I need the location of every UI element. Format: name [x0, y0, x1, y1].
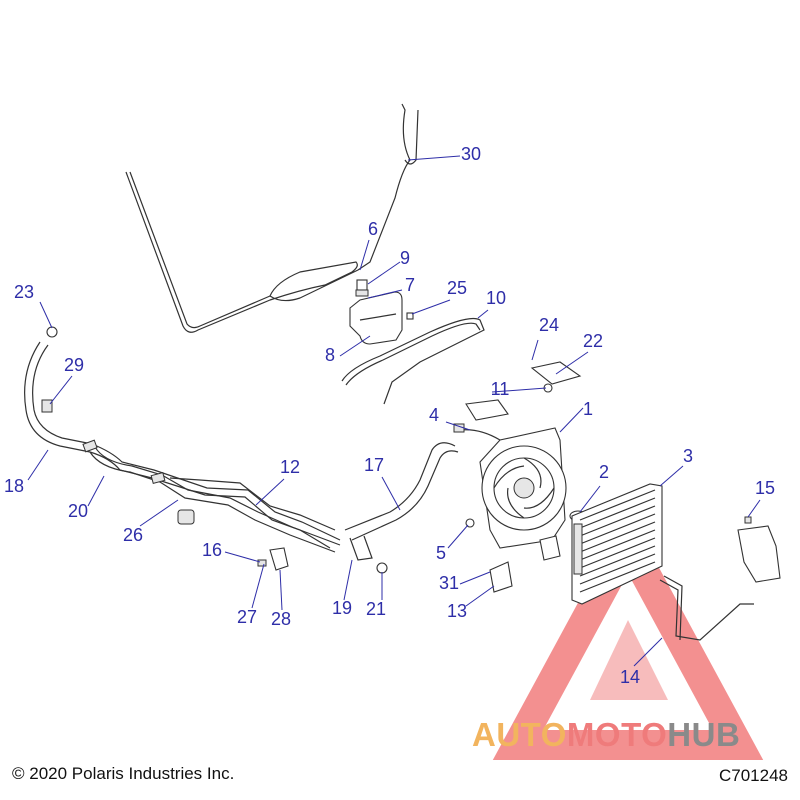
callout-30: 30	[461, 144, 481, 164]
callout-22: 22	[583, 331, 603, 351]
callout-1: 1	[583, 399, 593, 419]
callout-7: 7	[405, 275, 415, 295]
watermark-text-moto: MOTO	[566, 716, 668, 753]
callout-3: 3	[683, 446, 693, 466]
callout-29: 29	[64, 355, 84, 375]
callout-31: 31	[439, 573, 459, 593]
drawing-code: C701248	[718, 766, 788, 785]
callout-25: 25	[447, 278, 467, 298]
part-30-line	[125, 103, 419, 333]
callout-24: 24	[539, 315, 559, 335]
callout-15: 15	[755, 478, 775, 498]
part-15-shroud	[659, 516, 781, 641]
callout-2: 2	[599, 462, 609, 482]
callout-labels: 1234567891011121314151617181920212223242…	[4, 144, 775, 687]
part-13-bracket	[489, 535, 561, 593]
watermark-text-hub: HUB	[667, 716, 741, 753]
callout-12: 12	[280, 457, 300, 477]
callout-8: 8	[325, 345, 335, 365]
callout-26: 26	[123, 525, 143, 545]
watermark-text-auto: AUTO	[472, 716, 567, 753]
callout-20: 20	[68, 501, 88, 521]
callout-5: 5	[436, 543, 446, 563]
callout-13: 13	[447, 601, 467, 621]
part-26-mount	[177, 509, 195, 525]
callout-27: 27	[237, 607, 257, 627]
callout-23: 23	[14, 282, 34, 302]
part-28-bracket	[257, 547, 289, 571]
part-25-clip	[406, 312, 414, 320]
callout-21: 21	[366, 599, 386, 619]
copyright-notice: © 2020 Polaris Industries Inc.	[12, 764, 235, 783]
callout-10: 10	[486, 288, 506, 308]
callout-11: 11	[491, 379, 510, 399]
part-1-fan-shroud	[453, 423, 567, 549]
callout-6: 6	[368, 219, 378, 239]
watermark-text: AUTOMOTOHUB	[472, 716, 740, 754]
callout-14: 14	[620, 667, 640, 687]
part-10-hose	[341, 317, 485, 405]
part-22-bracket	[465, 361, 582, 421]
callout-19: 19	[332, 598, 352, 618]
callout-16: 16	[202, 540, 222, 560]
part-21-clamp	[376, 562, 388, 574]
callout-9: 9	[400, 248, 410, 268]
callout-17: 17	[364, 455, 384, 475]
part-12-coolant-tubes	[24, 326, 341, 553]
part-8-reservoir	[349, 279, 403, 345]
callout-28: 28	[271, 609, 291, 629]
callout-4: 4	[429, 405, 439, 425]
part-3-radiator	[571, 483, 663, 605]
watermark-logo	[492, 510, 764, 760]
callout-18: 18	[4, 476, 24, 496]
leader-lines	[27, 155, 761, 667]
